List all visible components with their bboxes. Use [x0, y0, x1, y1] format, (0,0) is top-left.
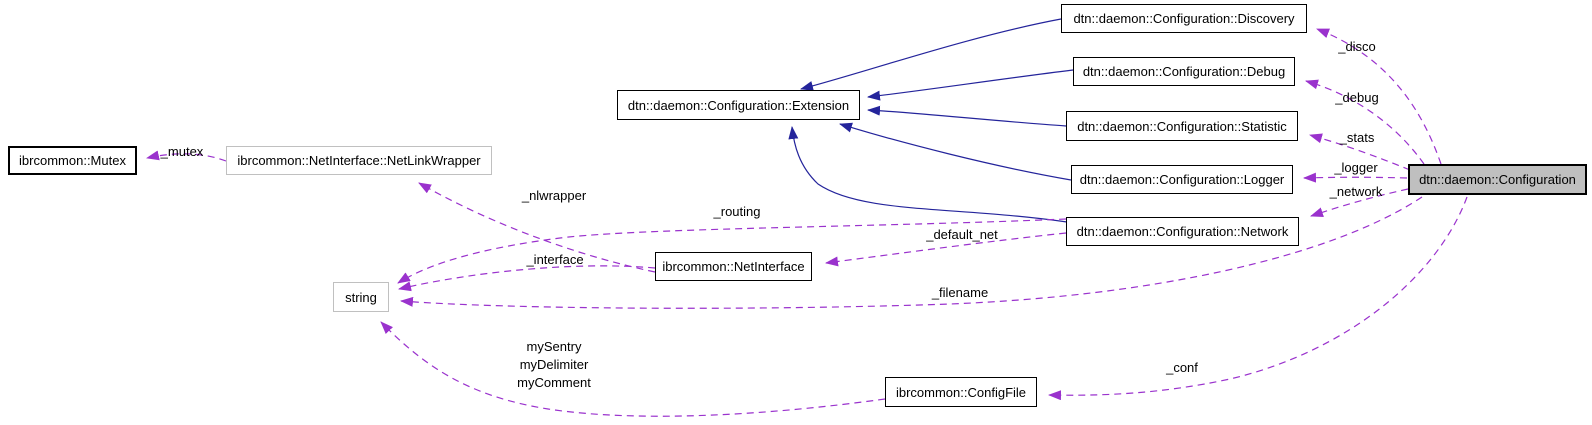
node-configuration[interactable]: dtn::daemon::Configuration	[1408, 164, 1587, 195]
node-netlinkwrapper[interactable]: ibrcommon::NetInterface::NetLinkWrapper	[226, 146, 492, 175]
edge-inherit-discovery	[800, 18, 1062, 91]
edge-usage-interface	[398, 265, 656, 292]
edge-usage-network	[1310, 188, 1409, 217]
edge-label-routing: _routing	[713, 204, 761, 219]
edge-usage-disco	[1316, 28, 1442, 165]
edge-label-disco: _disco	[1338, 39, 1376, 54]
edge-label-network: _network	[1329, 184, 1383, 199]
node-string[interactable]: string	[333, 282, 389, 312]
edge-usage-default-net	[825, 232, 1067, 267]
node-logger[interactable]: dtn::daemon::Configuration::Logger	[1071, 165, 1293, 194]
edge-usage-logger	[1303, 172, 1408, 183]
edge-usage-conf	[1048, 196, 1468, 401]
edge-label-my-comment: myComment	[517, 375, 591, 390]
node-network[interactable]: dtn::daemon::Configuration::Network	[1066, 217, 1299, 246]
node-debug[interactable]: dtn::daemon::Configuration::Debug	[1073, 57, 1295, 86]
edge-inherit-logger	[839, 122, 1072, 181]
edge-label-filename: _filename	[931, 285, 989, 300]
edge-inherit-debug	[867, 69, 1074, 101]
edge-label-conf: _conf	[1166, 360, 1198, 375]
edge-usage-mutex	[146, 150, 227, 162]
edge-usage-stats	[1309, 133, 1411, 171]
node-configfile[interactable]: ibrcommon::ConfigFile	[885, 377, 1037, 407]
edge-usage-routing	[397, 218, 1067, 284]
node-statistic[interactable]: dtn::daemon::Configuration::Statistic	[1066, 111, 1298, 141]
node-extension[interactable]: dtn::daemon::Configuration::Extension	[617, 90, 860, 120]
edge-label-default-net: _default_net	[926, 227, 998, 242]
node-netinterface[interactable]: ibrcommon::NetInterface	[655, 252, 812, 281]
edge-label-interface: _interface	[526, 252, 584, 267]
edge-label-nlwrapper: _nlwrapper	[521, 188, 587, 203]
edge-label-my-sentry: mySentry	[526, 339, 582, 354]
edge-usage-nlwrapper	[418, 182, 656, 273]
edge-label-configfile-members: mySentry myDelimiter myComment	[517, 338, 591, 392]
edge-label-my-delimiter: myDelimiter	[519, 357, 589, 372]
edge-usage-debug	[1305, 79, 1425, 165]
edge-inherit-network	[788, 126, 1068, 223]
edge-label-logger: _logger	[1334, 160, 1378, 175]
edge-label-mutex: _mutex	[160, 144, 204, 159]
edge-label-stats: _stats	[1339, 130, 1375, 145]
edge-inherit-statistic	[867, 105, 1067, 127]
edge-usage-configfile-members	[380, 321, 886, 417]
edge-label-debug: _debug	[1335, 90, 1379, 105]
node-discovery[interactable]: dtn::daemon::Configuration::Discovery	[1061, 4, 1307, 33]
node-mutex[interactable]: ibrcommon::Mutex	[8, 146, 137, 175]
edge-usage-filename	[400, 196, 1423, 309]
